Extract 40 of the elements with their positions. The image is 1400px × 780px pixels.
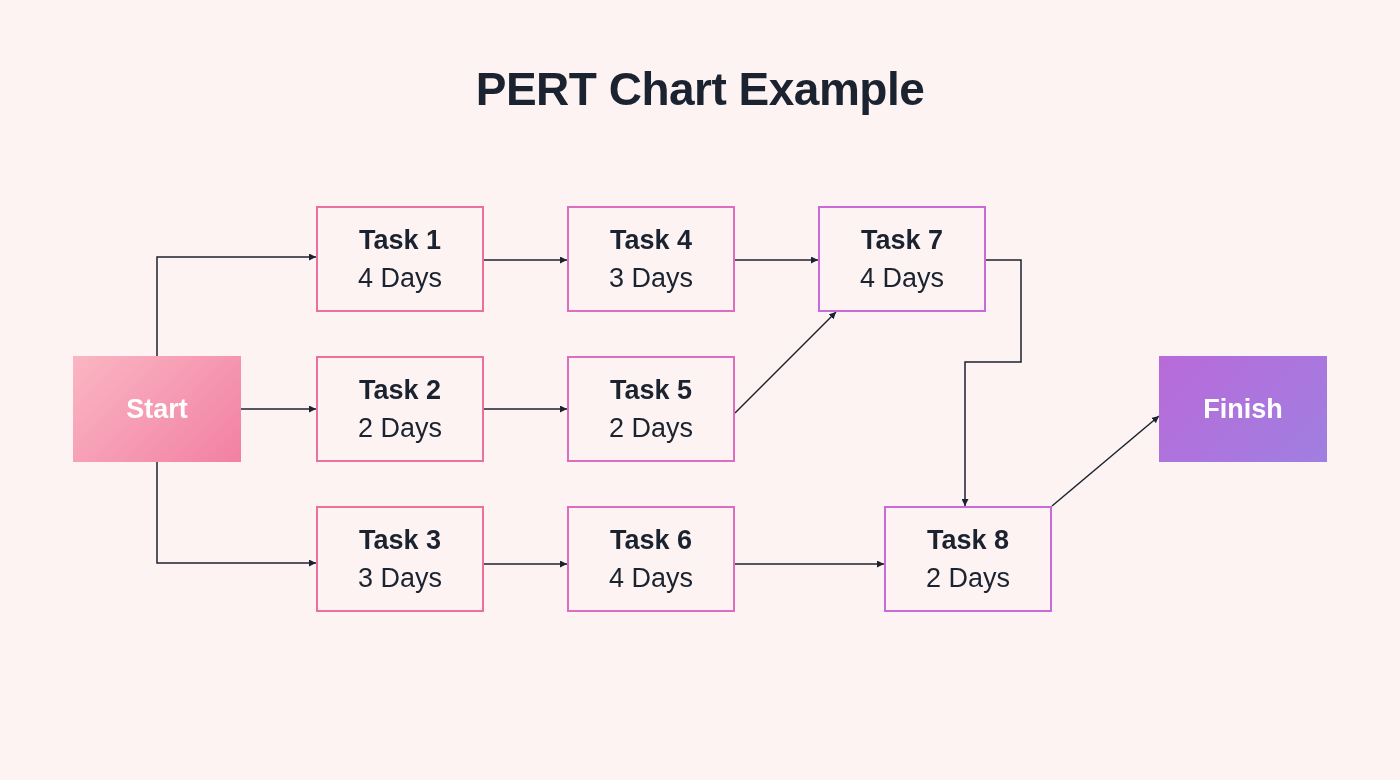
task-box [567,206,735,312]
arrow [1051,415,1160,507]
start-box [73,356,241,462]
task-box [316,206,484,312]
task-box [316,506,484,612]
duration-label: 3 Days [357,562,442,595]
duration-label: 4 Days [608,562,693,595]
arrow [483,256,568,264]
chart-title: PERT Chart Example [474,62,926,116]
arrow [734,311,837,414]
node-label: Finish [1203,393,1283,426]
arrow [483,405,568,413]
task-name: Task 1 [358,224,442,257]
task-name: Task 4 [609,224,693,257]
duration-label: 2 Days [608,412,693,445]
arrow [961,259,1022,507]
arrow [156,253,317,357]
task-name: Task 2 [358,374,442,407]
duration-label: 2 Days [925,562,1010,595]
arrow [734,256,819,264]
arrow [156,461,317,567]
arrow [483,560,568,568]
task-name: Task 8 [926,524,1010,557]
duration-label: 4 Days [357,262,442,295]
node-label: Start [126,393,188,426]
task-name: Task 3 [358,524,442,557]
arrow [734,560,885,568]
task-box [316,356,484,462]
duration-label: 2 Days [357,412,442,445]
duration-label: 4 Days [859,262,944,295]
task-name: Task 7 [860,224,944,257]
finish-box [1159,356,1327,462]
task-box [567,356,735,462]
task-name: Task 5 [609,374,693,407]
task-box [567,506,735,612]
task-box [884,506,1052,612]
arrow [240,405,317,413]
task-box [818,206,986,312]
duration-label: 3 Days [608,262,693,295]
task-name: Task 6 [609,524,693,557]
